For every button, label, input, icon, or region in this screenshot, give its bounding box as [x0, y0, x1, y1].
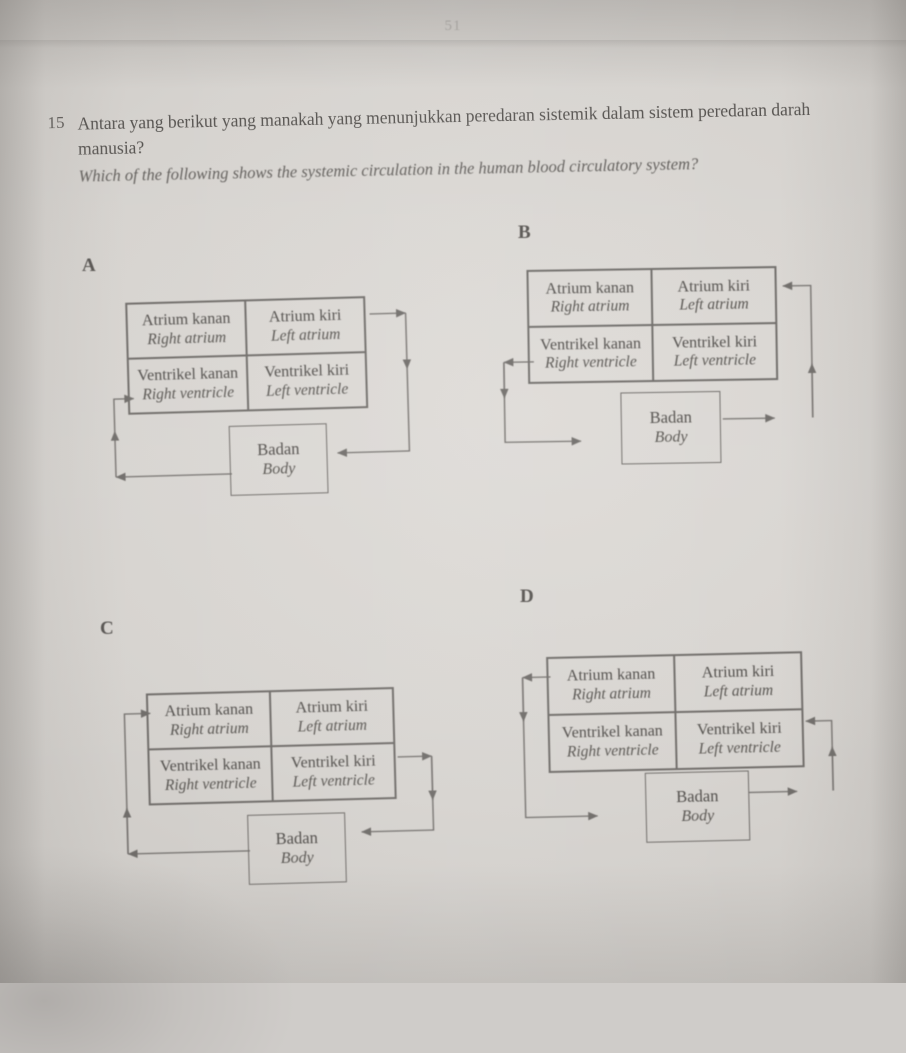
label-en: Left atrium [297, 716, 368, 736]
option-b-right-atrium: Atrium kanan Right atrium [527, 269, 653, 327]
label-ms: Badan [275, 827, 319, 848]
label-en: Left ventricle [698, 738, 782, 758]
label-ms: Atrium kanan [566, 665, 656, 685]
label-en: Right atrium [571, 684, 652, 704]
option-a-left-ventricle: Ventrikel kiri Left ventricle [246, 352, 368, 411]
option-b-left-ventricle: Ventrikel kiri Left ventricle [652, 323, 778, 381]
option-c-flow-arrows [122, 709, 437, 859]
label-en: Body [681, 807, 715, 826]
label-en: Left ventricle [265, 380, 349, 400]
label-ms: Ventrikel kiri [290, 752, 376, 773]
page-number: 51 [444, 18, 462, 34]
option-c-right-atrium: Atrium kanan Right atrium [146, 691, 272, 750]
label-en: Left atrium [270, 325, 341, 345]
option-c-diagram: Atrium kanan Right atrium Atrium kiri Le… [93, 643, 469, 903]
label-ms: Ventrikel kiri [672, 333, 758, 352]
label-en: Body [280, 849, 314, 868]
option-a-flow-arrows [110, 308, 412, 482]
option-b-letter: B [518, 222, 531, 243]
option-b-heart: Atrium kanan Right atrium Atrium kiri Le… [526, 266, 779, 384]
label-ms: Ventrikel kanan [561, 722, 663, 742]
option-b-right-ventricle: Ventrikel kanan Right ventricle [528, 325, 654, 383]
label-ms: Atrium kiri [268, 307, 342, 327]
option-a-heart: Atrium kanan Right atrium Atrium kiri Le… [125, 296, 369, 415]
label-ms: Atrium kanan [545, 279, 635, 298]
option-d-heart: Atrium kanan Right atrium Atrium kiri Le… [546, 651, 805, 774]
question-block: 15 Antara yang berikut yang manakah yang… [47, 96, 868, 189]
label-ms: Badan [649, 407, 692, 427]
label-ms: Ventrikel kanan [159, 755, 261, 776]
option-d-right-ventricle: Ventrikel kanan Right ventricle [548, 712, 677, 772]
option-a-diagram: Atrium kanan Right atrium Atrium kiri Le… [75, 272, 452, 532]
option-d-left-ventricle: Ventrikel kiri Left ventricle [675, 709, 804, 770]
label-en: Left atrium [679, 295, 749, 314]
label-en: Right ventricle [164, 774, 257, 794]
option-a[interactable]: A [78, 255, 448, 505]
label-en: Body [262, 460, 296, 479]
option-b-flow-arrows [499, 281, 817, 446]
label-en: Right ventricle [566, 741, 659, 761]
header-rule [0, 40, 906, 48]
option-d-letter: D [520, 586, 534, 607]
option-c-right-ventricle: Ventrikel kanan Right ventricle [148, 746, 273, 805]
question-number: 15 [47, 112, 65, 133]
label-en: Right atrium [147, 328, 227, 348]
label-ms: Atrium kanan [141, 310, 231, 330]
label-ms: Atrium kiri [677, 277, 751, 296]
option-a-right-atrium: Atrium kanan Right atrium [126, 300, 247, 359]
option-a-right-ventricle: Ventrikel kanan Right ventricle [127, 355, 249, 414]
label-ms: Atrium kiri [295, 697, 369, 717]
option-b-diagram: Atrium kanan Right atrium Atrium kiri Le… [466, 241, 840, 497]
option-c-letter: C [100, 618, 114, 639]
label-en: Left ventricle [292, 771, 376, 791]
option-d-diagram: Atrium kanan Right atrium Atrium kiri Le… [493, 610, 869, 868]
label-en: Right ventricle [142, 383, 235, 404]
option-d[interactable]: D [496, 586, 866, 843]
label-en: Right atrium [169, 719, 249, 739]
label-en: Body [654, 428, 688, 447]
option-c-body: Badan Body [247, 812, 347, 885]
label-ms: Ventrikel kiri [696, 719, 782, 739]
option-b-left-atrium: Atrium kiri Left atrium [651, 267, 777, 326]
option-c-heart: Atrium kanan Right atrium Atrium kiri Le… [145, 687, 397, 806]
label-en: Left ventricle [673, 351, 757, 370]
option-c[interactable]: C [96, 618, 466, 885]
option-d-left-atrium: Atrium kiri Left atrium [674, 652, 803, 713]
option-d-body: Badan Body [644, 770, 751, 843]
option-a-body: Badan Body [228, 423, 329, 496]
label-en: Right atrium [550, 297, 630, 316]
option-c-left-atrium: Atrium kiri Left atrium [269, 688, 395, 747]
option-a-left-atrium: Atrium kiri Left atrium [245, 297, 366, 356]
option-b[interactable]: B [468, 222, 838, 472]
label-en: Left atrium [703, 681, 774, 701]
label-ms: Atrium kanan [164, 700, 254, 721]
label-ms: Badan [676, 785, 719, 806]
option-d-right-atrium: Atrium kanan Right atrium [547, 655, 676, 716]
label-en: Right ventricle [544, 353, 637, 372]
label-ms: Ventrikel kanan [540, 334, 642, 354]
label-ms: Badan [256, 438, 300, 459]
option-c-left-ventricle: Ventrikel kiri Left ventricle [271, 743, 396, 802]
option-b-body: Badan Body [620, 390, 722, 465]
label-ms: Atrium kiri [701, 663, 775, 682]
option-d-flow-arrows [519, 673, 837, 821]
label-ms: Ventrikel kiri [264, 361, 350, 382]
option-a-letter: A [82, 255, 96, 276]
